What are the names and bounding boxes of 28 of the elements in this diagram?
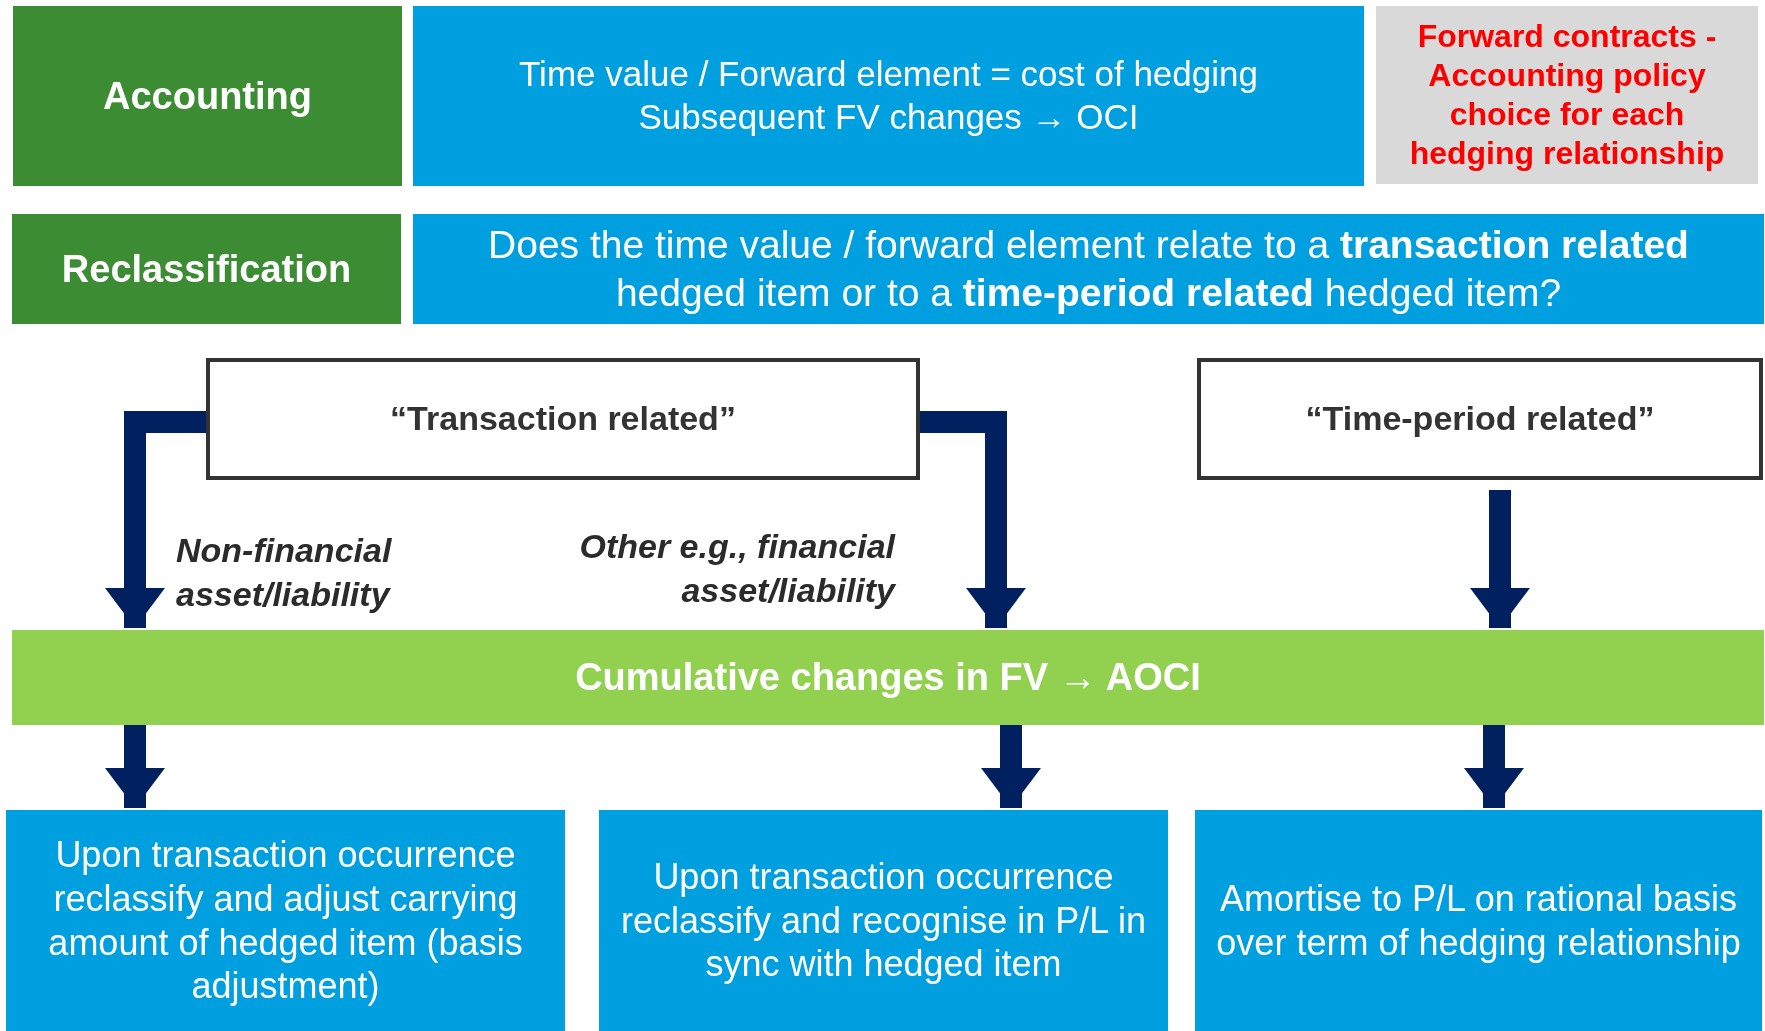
category-box <box>206 358 920 480</box>
edge-label: Other e.g., financial asset/liability <box>578 526 895 612</box>
section-label <box>13 6 402 186</box>
result-bar <box>12 630 1764 725</box>
box-text: “Time-period related” <box>1305 398 1655 440</box>
box-text: Amortise to P/L on rational basis over term of hedging relationship <box>1215 876 1742 965</box>
note-box <box>1376 6 1758 184</box>
box-text: Upon transaction occurrence reclassify and recognise in P/L in sync with hedged item <box>620 854 1147 987</box>
section-label <box>12 214 401 324</box>
box-text: Does the time value / forward element relate to a transaction related hedged item or to a time-period related hedged item? <box>487 222 1690 316</box>
arrow <box>981 725 1041 808</box>
info-box <box>413 214 1764 324</box>
box-text: Upon transaction occurrence reclassify and adjust carrying amount of hedged item (basis adjustment) <box>47 832 524 1009</box>
arrow <box>1464 725 1524 808</box>
arrow <box>105 725 165 808</box>
box-text: Forward contracts - Accounting policy choice for each hedging relationship <box>1408 16 1726 174</box>
edge-label: Non-financial asset/liability <box>176 530 393 616</box>
info-box <box>1195 810 1762 1031</box>
info-box <box>599 810 1168 1031</box>
box-text: Time value / Forward element = cost of hedging Subsequent FV changes → OCI <box>518 53 1259 138</box>
box-text: “Transaction related” <box>390 398 736 440</box>
arrow <box>1470 490 1530 628</box>
box-text: Accounting <box>103 73 312 119</box>
info-box <box>413 6 1364 186</box>
box-text: Reclassification <box>61 246 352 292</box>
info-box <box>6 810 565 1031</box>
category-box <box>1197 358 1763 480</box>
box-text: Cumulative changes in FV → AOCI <box>575 655 1201 701</box>
